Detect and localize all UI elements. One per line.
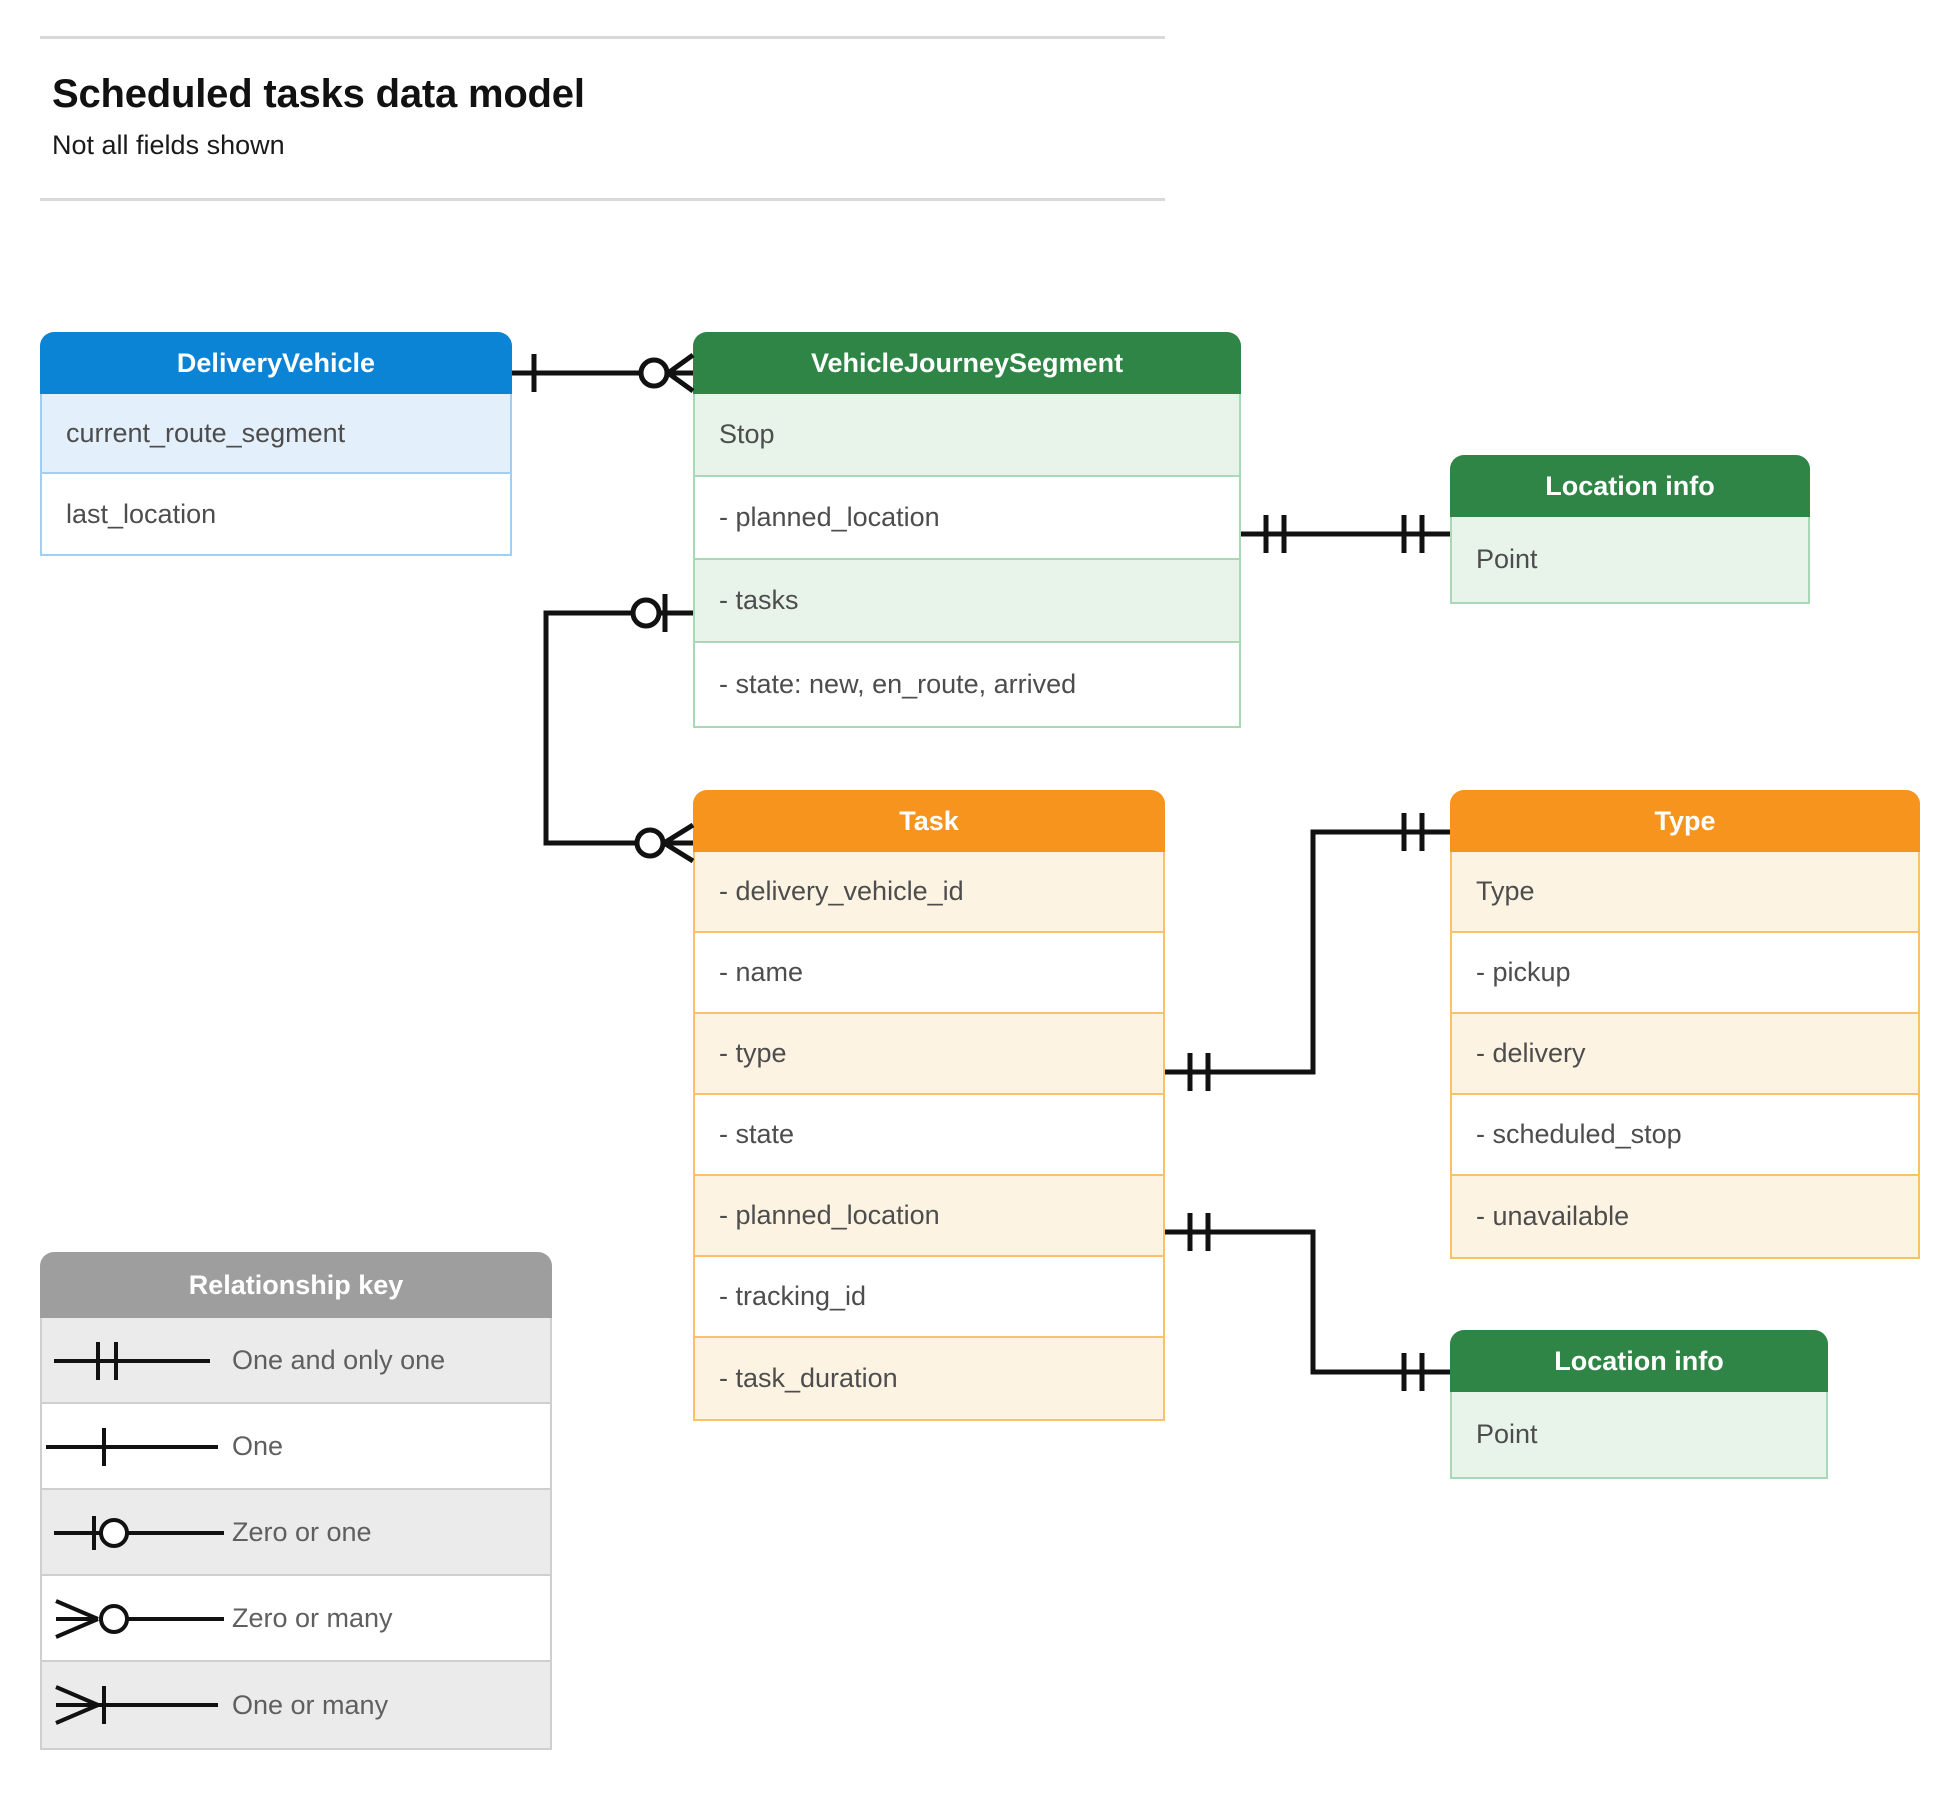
entity-location-info-bottom-rows: Point	[1450, 1392, 1828, 1479]
entity-task-rows: - delivery_vehicle_id - name - type - st…	[693, 852, 1165, 1421]
entity-type-title: Type	[1450, 790, 1920, 852]
page-subtitle: Not all fields shown	[52, 130, 285, 160]
legend-relationship-key: Relationship key One and only one	[40, 1252, 552, 1750]
entity-location-info-top[interactable]: Location info Point	[1450, 455, 1810, 604]
connector-task-planned-location-to-location-info-bottom	[1165, 1213, 1450, 1391]
header-divider-bottom	[40, 198, 1165, 201]
legend-rows: One and only one One	[40, 1318, 552, 1750]
connector-vjs-planned-location-to-location-info-top	[1241, 515, 1450, 553]
entity-delivery-vehicle-title: DeliveryVehicle	[40, 332, 512, 394]
entity-row[interactable]: Point	[1452, 517, 1808, 602]
entity-task-title: Task	[693, 790, 1165, 852]
zero-or-one-icon	[42, 1490, 232, 1574]
entity-row[interactable]: - state: new, en_route, arrived	[695, 643, 1239, 726]
connector-delivery-vehicle-to-vehicle-journey-segment	[512, 352, 695, 394]
entity-delivery-vehicle-rows: current_route_segment last_location	[40, 394, 512, 556]
zero-or-many-icon	[42, 1576, 232, 1660]
page-title: Scheduled tasks data model	[52, 72, 585, 116]
entity-row[interactable]: - state	[695, 1095, 1163, 1176]
one-icon	[42, 1404, 232, 1488]
entity-vehicle-journey-segment-title: VehicleJourneySegment	[693, 332, 1241, 394]
entity-row[interactable]: - delivery_vehicle_id	[695, 852, 1163, 933]
entity-row[interactable]: - task_duration	[695, 1338, 1163, 1419]
legend-item: Zero or one	[42, 1490, 550, 1576]
entity-row[interactable]: Stop	[695, 394, 1239, 477]
entity-row[interactable]: last_location	[42, 474, 510, 554]
entity-row[interactable]: Type	[1452, 852, 1918, 933]
entity-row[interactable]: Point	[1452, 1392, 1826, 1477]
entity-row[interactable]: - tracking_id	[695, 1257, 1163, 1338]
legend-item: One and only one	[42, 1318, 550, 1404]
entity-row[interactable]: - type	[695, 1014, 1163, 1095]
connector-vjs-tasks-to-task	[543, 594, 695, 864]
entity-row[interactable]: - name	[695, 933, 1163, 1014]
entity-row[interactable]: - planned_location	[695, 477, 1239, 560]
entity-location-info-bottom[interactable]: Location info Point	[1450, 1330, 1828, 1479]
entity-type-rows: Type - pickup - delivery - scheduled_sto…	[1450, 852, 1920, 1259]
entity-task[interactable]: Task - delivery_vehicle_id - name - type…	[693, 790, 1165, 1421]
entity-vehicle-journey-segment-rows: Stop - planned_location - tasks - state:…	[693, 394, 1241, 728]
entity-row[interactable]: - scheduled_stop	[1452, 1095, 1918, 1176]
legend-item-label: One and only one	[232, 1344, 446, 1375]
entity-location-info-bottom-title: Location info	[1450, 1330, 1828, 1392]
legend-item: One or many	[42, 1662, 550, 1748]
legend-title: Relationship key	[40, 1252, 552, 1318]
legend-item: Zero or many	[42, 1576, 550, 1662]
entity-row[interactable]: - tasks	[695, 560, 1239, 643]
entity-row[interactable]: - planned_location	[695, 1176, 1163, 1257]
one-or-many-icon	[42, 1662, 232, 1748]
one-and-only-one-icon	[42, 1318, 232, 1402]
entity-location-info-top-rows: Point	[1450, 517, 1810, 604]
legend-item-label: Zero or many	[232, 1602, 393, 1633]
entity-row[interactable]: current_route_segment	[42, 394, 510, 474]
legend-item-label: Zero or one	[232, 1516, 372, 1547]
connector-task-type-to-type	[1165, 813, 1450, 1091]
legend-item-label: One or many	[232, 1689, 389, 1720]
legend-item: One	[42, 1404, 550, 1490]
entity-vehicle-journey-segment[interactable]: VehicleJourneySegment Stop - planned_loc…	[693, 332, 1241, 728]
entity-row[interactable]: - unavailable	[1452, 1176, 1918, 1257]
entity-delivery-vehicle[interactable]: DeliveryVehicle current_route_segment la…	[40, 332, 512, 556]
legend-item-label: One	[232, 1430, 284, 1461]
entity-row[interactable]: - delivery	[1452, 1014, 1918, 1095]
entity-type[interactable]: Type Type - pickup - delivery - schedule…	[1450, 790, 1920, 1259]
header-divider-top	[40, 36, 1165, 39]
entity-row[interactable]: - pickup	[1452, 933, 1918, 1014]
entity-location-info-top-title: Location info	[1450, 455, 1810, 517]
